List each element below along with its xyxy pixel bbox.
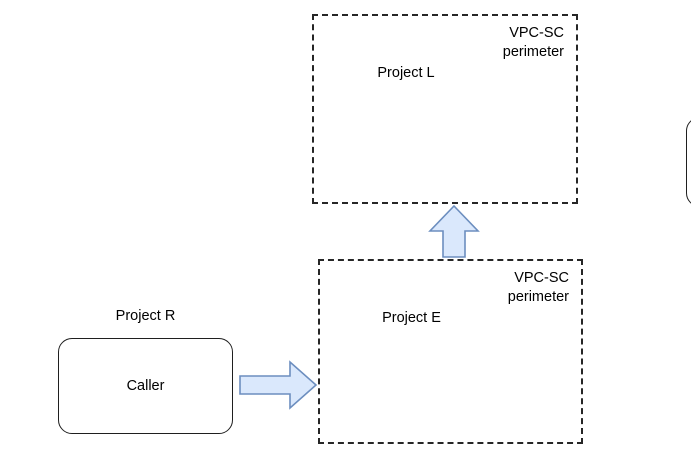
project-label-l: Project L xyxy=(377,65,435,81)
vpcsc-perimeter-project-l: VPC-SC perimeter Project L Linked datase… xyxy=(312,14,691,207)
node-caller-label: Caller xyxy=(126,378,165,394)
vpcsc-perimeter-badge-e: VPC-SC perimeter xyxy=(507,270,569,305)
vpcsc-perimeter-badge-l: VPC-SC perimeter xyxy=(502,25,564,60)
vpcsc-perimeter-project-e: VPC-SC perimeter Project E Listing xyxy=(318,259,583,444)
arrow-up-icon xyxy=(428,204,480,258)
node-linked-dataset[interactable]: Linked dataset xyxy=(686,117,691,207)
project-label-r: Project R xyxy=(115,308,176,324)
node-caller[interactable]: Caller xyxy=(58,338,233,434)
project-label-e: Project E xyxy=(382,310,441,326)
arrow-right-icon xyxy=(239,360,318,410)
